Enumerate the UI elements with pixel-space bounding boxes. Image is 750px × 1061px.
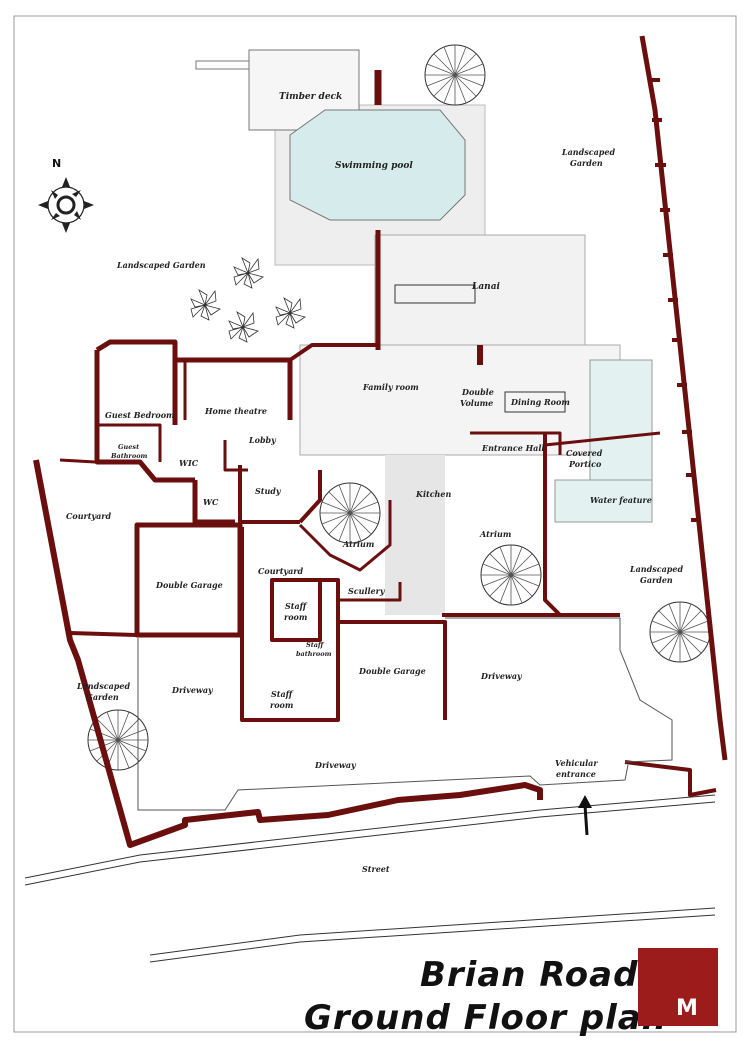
- label-scullery: Scullery: [348, 586, 386, 596]
- label-staff-room-2: room: [284, 612, 307, 622]
- logo-letter: M: [676, 996, 698, 1021]
- label-driveway-left: Driveway: [171, 685, 214, 695]
- label-kitchen: Kitchen: [415, 489, 451, 499]
- swimming-pool: [289, 109, 466, 221]
- label-double-garage-right: Double Garage: [358, 666, 426, 676]
- label-double-volume-1: Double: [461, 387, 494, 397]
- label-guest-bathroom-1: Guest: [118, 443, 139, 451]
- dining-table: [394, 284, 566, 413]
- label-study: Study: [255, 486, 282, 496]
- label-staff-bathroom-1: Staff: [306, 641, 325, 649]
- plan-title-line-2: Ground Floor plan: [304, 998, 667, 1038]
- label-street: Street: [362, 864, 390, 874]
- label-landscaped-garden-ne: Landscaped: [561, 147, 615, 157]
- label-landscaped-garden-e-2: Garden: [640, 575, 673, 585]
- label-staff-room-1: Staff: [285, 601, 308, 611]
- label-lobby: Lobby: [248, 435, 277, 445]
- label-double-garage-left: Double Garage: [155, 580, 223, 590]
- label-covered-portico-1: Covered: [566, 448, 603, 458]
- label-water-feature: Water feature: [590, 495, 652, 505]
- compass-north: N: [52, 157, 61, 170]
- plan-title-line-1: Brian Road: [420, 955, 639, 995]
- entrance-arrow: [578, 795, 592, 836]
- label-landscaped-garden-w: Landscaped Garden: [116, 260, 206, 270]
- boundary-piers: [650, 78, 701, 522]
- label-swimming-pool: Swimming pool: [335, 161, 413, 171]
- label-landscaped-garden-e-1: Landscaped: [629, 564, 683, 574]
- label-family-room: Family room: [362, 382, 419, 392]
- label-timber-deck: Timber deck: [279, 92, 342, 102]
- label-courtyard-w: Courtyard: [66, 511, 111, 521]
- label-atrium-right: Atrium: [479, 529, 511, 539]
- street-lines: [24, 794, 716, 963]
- compass-rose: N: [38, 157, 94, 233]
- label-double-volume-2: Volume: [460, 398, 493, 408]
- label-driveway-right: Driveway: [480, 671, 523, 681]
- label-guest-bathroom-2: Bathroom: [110, 452, 148, 460]
- label-wc: WC: [203, 497, 219, 507]
- label-covered-portico-2: Portico: [568, 459, 602, 469]
- label-guest-bedroom: Guest Bedroom: [105, 410, 175, 420]
- label-driveway-bottom: Driveway: [314, 760, 357, 770]
- label-wic: WIC: [179, 458, 199, 468]
- label-landscaped-garden-sw-1: Landscaped: [76, 681, 130, 691]
- walls: [33, 35, 728, 848]
- label-vehicular-entrance-1: Vehicular: [555, 758, 598, 768]
- label-landscaped-garden-ne-2: Garden: [570, 158, 603, 168]
- label-lanai: Lanai: [471, 282, 501, 292]
- label-courtyard-c: Courtyard: [258, 566, 303, 576]
- label-entrance-hall: Entrance Hall: [481, 443, 544, 453]
- floor-areas: [274, 104, 653, 615]
- label-landscaped-garden-sw-2: Garden: [86, 692, 119, 702]
- label-dining-room: Dining Room: [510, 397, 570, 407]
- page-border: [13, 15, 737, 1033]
- label-vehicular-entrance-2: entrance: [556, 769, 596, 779]
- label-staff-room-b-2: room: [270, 700, 293, 710]
- brand-logo: M: [638, 948, 718, 1026]
- label-staff-room-b-1: Staff: [271, 689, 294, 699]
- driveway-outlines: [137, 617, 673, 811]
- label-home-theatre: Home theatre: [204, 406, 267, 416]
- label-staff-bathroom-2: bathroom: [296, 650, 332, 658]
- room-labels: Timber deck Swimming pool Landscaped Gar…: [66, 92, 683, 874]
- label-atrium-left: Atrium: [342, 539, 374, 549]
